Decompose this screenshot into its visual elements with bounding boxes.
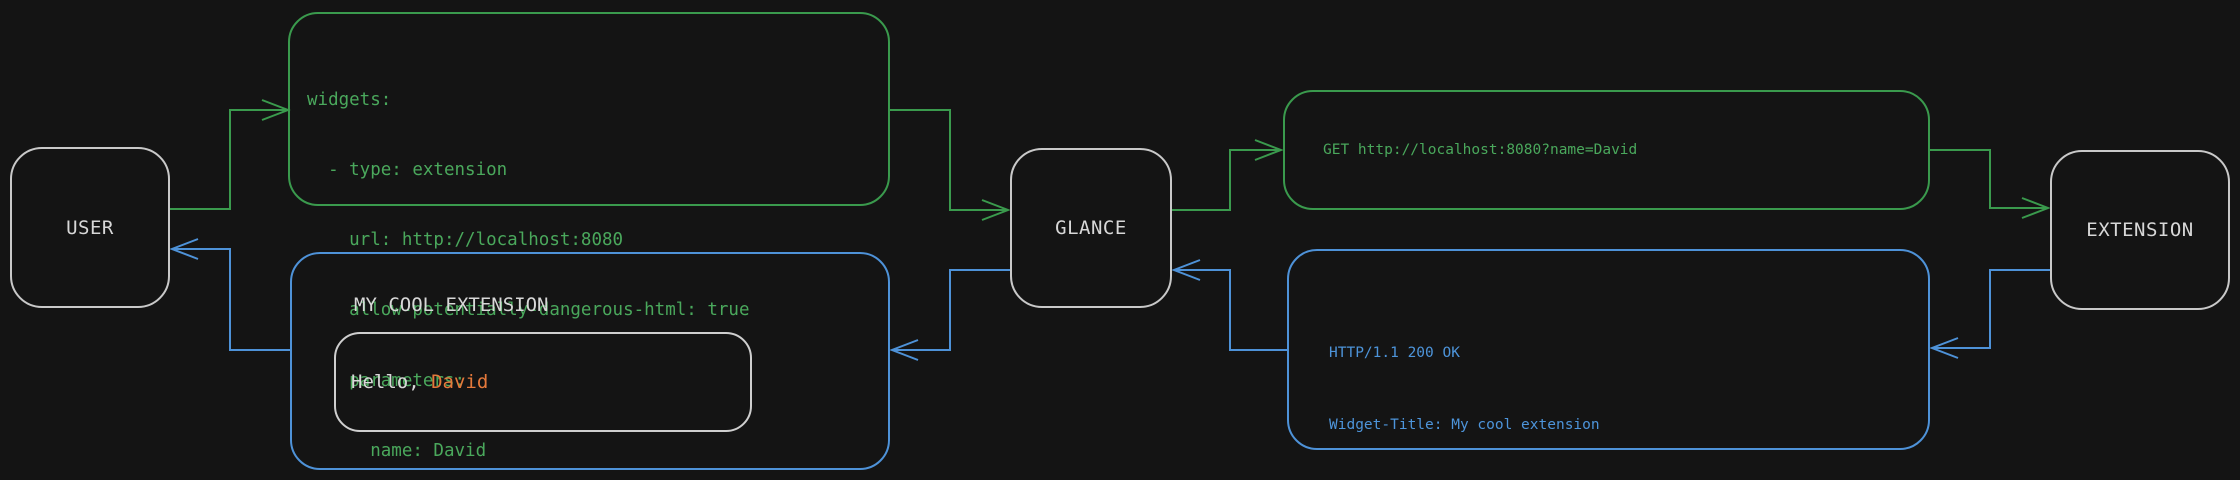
- wire-extension-to-response: [1932, 269, 2050, 349]
- arrowhead-into-widget: [889, 339, 919, 361]
- http-request-box: GET http://localhost:8080?name=David: [1283, 90, 1930, 210]
- widget-title: MY COOL EXTENSION: [354, 294, 549, 316]
- response-line: HTTP/1.1 200 OK: [1329, 344, 1460, 361]
- wire-user-to-config: [170, 109, 288, 210]
- arrowhead-into-glance-return: [1171, 259, 1201, 281]
- node-user-label: USER: [66, 216, 114, 239]
- http-response-box: HTTP/1.1 200 OK Widget-Title: My cool ex…: [1287, 249, 1930, 450]
- arrowhead-into-response: [1929, 337, 1959, 359]
- config-line: allow-potentially-dangerous-html: true: [307, 300, 750, 321]
- greeting-name: David: [431, 371, 489, 393]
- arrowhead-into-request: [1254, 139, 1284, 161]
- wire-glance-to-widget: [892, 269, 1010, 351]
- config-line: name: David: [307, 440, 487, 461]
- request-line: GET http://localhost:8080?name=David: [1323, 142, 1638, 158]
- widget-content-box: Hello, David: [334, 332, 752, 432]
- node-extension-label: EXTENSION: [2086, 219, 2194, 241]
- request-flow-wires: [170, 99, 2051, 221]
- config-line: widgets:: [307, 89, 392, 110]
- node-extension: EXTENSION: [2050, 150, 2230, 310]
- config-line: parameters:: [307, 370, 466, 391]
- arrowhead-into-glance: [981, 199, 1011, 221]
- wire-widget-to-user: [172, 248, 290, 351]
- wire-glance-to-request: [1172, 149, 1281, 211]
- config-line: - type: extension: [307, 160, 508, 181]
- wire-config-to-glance: [890, 109, 1008, 211]
- wire-response-to-glance: [1174, 269, 1287, 351]
- response-line: Widget-Title: My cool extension: [1329, 417, 1600, 434]
- arrowhead-into-user: [169, 238, 199, 260]
- arrowhead-into-extension: [2021, 197, 2051, 219]
- node-glance: GLANCE: [1010, 148, 1172, 308]
- greeting-prefix: Hello,: [351, 371, 432, 393]
- widget-preview-box: MY COOL EXTENSION Hello, David: [290, 252, 890, 470]
- config-yaml-box: widgets: - type: extension url: http://l…: [288, 12, 890, 461]
- node-user: USER: [10, 147, 170, 308]
- config-line: url: http://localhost:8080: [307, 230, 624, 251]
- response-flow-wires: [169, 238, 2050, 361]
- node-glance-label: GLANCE: [1055, 217, 1127, 239]
- wire-request-to-extension: [1930, 149, 2048, 209]
